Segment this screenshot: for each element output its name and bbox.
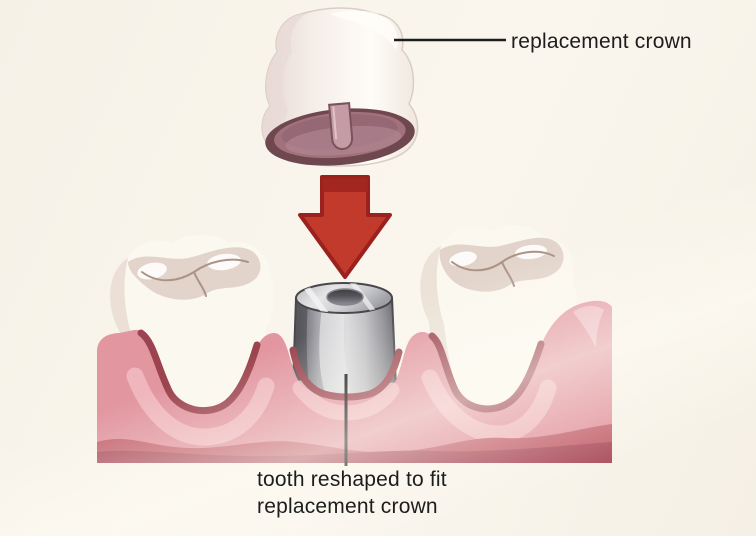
reshaped-tooth-label-line1: tooth reshaped to fit	[257, 468, 447, 491]
down-arrow-icon	[298, 175, 392, 279]
replacement-crown-label: replacement crown	[511, 30, 692, 53]
post-hole	[326, 288, 364, 306]
reshaped-tooth-label-line2: replacement crown	[257, 495, 438, 518]
arrow-top-bevel	[322, 178, 368, 192]
reshaped-tooth-label: tooth reshaped to fit replacement crown	[257, 466, 447, 520]
replacement-crown	[261, 7, 419, 167]
